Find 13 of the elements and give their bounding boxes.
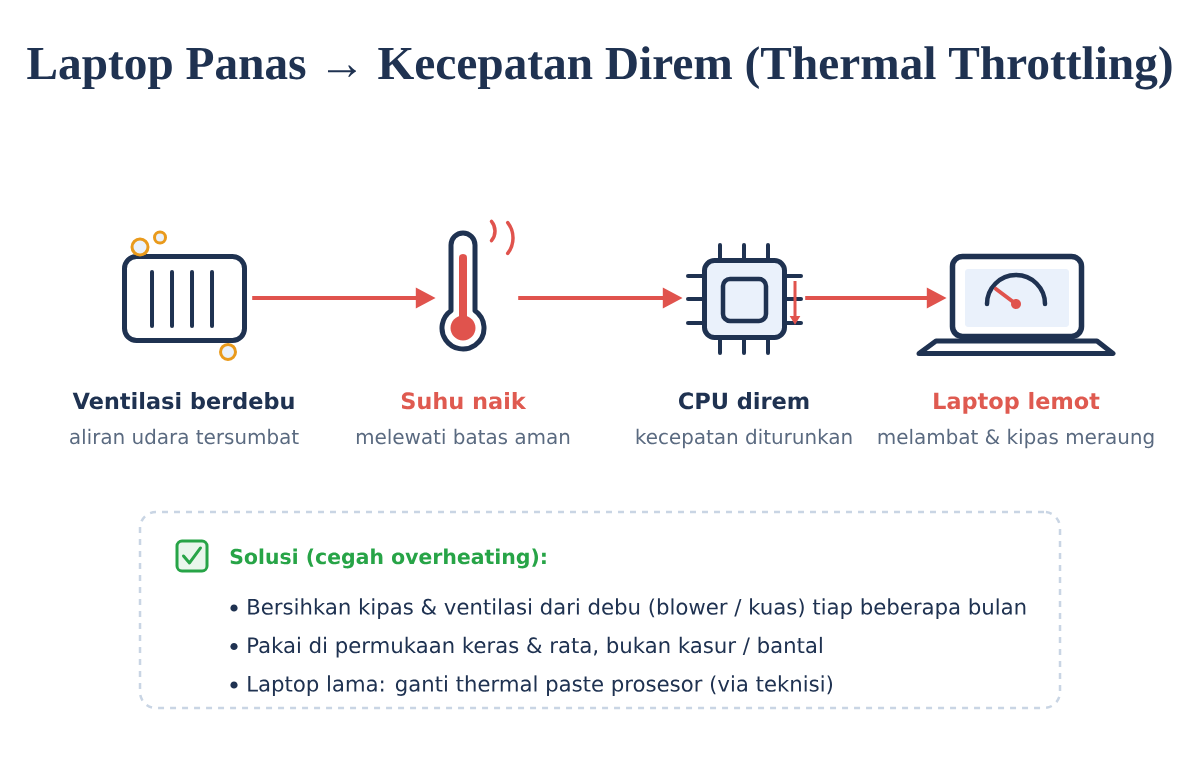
caption-heading: Laptop lemot xyxy=(934,391,1100,414)
title: Laptop Panas → Kecepatan Direm (Thermal Throttling) xyxy=(27,46,1172,90)
panel-heading: Solusi (cegah overheating): xyxy=(230,548,546,569)
bullet-item: Pakai di permukaan keras & rata, bukan kasur / bantal xyxy=(248,636,822,658)
caption-text: kecepatan diturunkan xyxy=(636,428,852,449)
caption-text: melewati batas aman xyxy=(356,428,570,445)
caption-text: aliran udara tersumbat xyxy=(70,428,299,445)
caption-heading: CPU direm xyxy=(679,391,809,410)
bullet-item: Laptop lama: ganti thermal paste prosesor (via teknisi) xyxy=(248,675,833,696)
caption-text: melambat & kipas meraung xyxy=(878,428,1154,449)
bullet-item: Bersihkan kipas & ventilasi dari debu (blower / kuas) tiap beberapa bulan xyxy=(248,598,1026,619)
caption-heading: Ventilasi berdebu xyxy=(72,391,294,410)
caption-heading: Suhu naik xyxy=(401,391,527,410)
